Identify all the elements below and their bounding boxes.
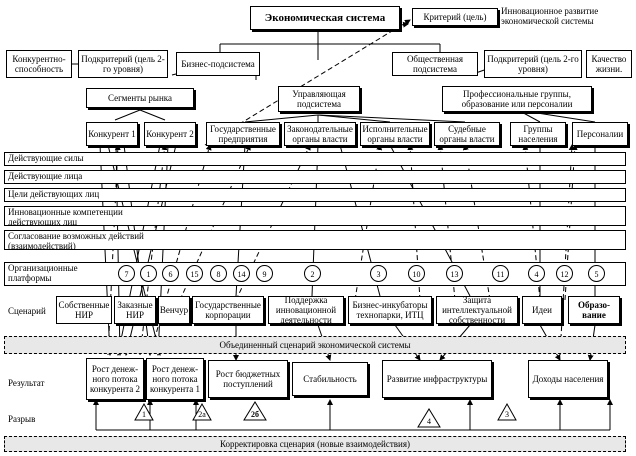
- platform-circle: 6: [162, 265, 179, 282]
- gap-marker: 1: [142, 410, 146, 419]
- subcriterion-left-box: Подкритерий (цель 2-го уровня): [78, 50, 168, 78]
- scenario-venture: Венчур: [158, 296, 190, 324]
- actor-competitor-1: Конкурент 1: [86, 122, 138, 146]
- scenario-innovation-support: Поддержка инновационной деятельности: [268, 296, 344, 324]
- business-subsystem-box: Бизнес-подсистема: [176, 52, 260, 76]
- result-stability: Стабильность: [292, 362, 368, 396]
- actor-competitor-2: Конкурент 2: [144, 122, 196, 146]
- platform-circle: 5: [588, 265, 605, 282]
- result-budget-revenue: Рост бюджетных поступлений: [208, 360, 288, 398]
- platform-circle: 15: [186, 265, 203, 282]
- scenario-own-rnd: Собственные НИР: [56, 296, 112, 324]
- gap-label: Разрыв: [8, 414, 36, 424]
- actor-executive: Исполнительные органы власти: [360, 122, 430, 146]
- platform-circle: 8: [210, 265, 227, 282]
- platform-circle: 10: [408, 265, 425, 282]
- band-persons: Действующие лица: [4, 170, 626, 184]
- platform-circle: 11: [492, 265, 509, 282]
- scenario-education: Образо-вание: [568, 296, 620, 324]
- life-quality-box: Качество жизни.: [586, 50, 632, 78]
- public-subsystem-box: Общественная подсистема: [392, 52, 478, 76]
- scenario-ordered-rnd: Заказные НИР: [114, 296, 156, 324]
- band-competencies: Инновационные компетенции действующих ли…: [4, 206, 626, 226]
- platform-circle: 12: [556, 265, 573, 282]
- result-population-income: Доходы населения: [528, 360, 608, 398]
- competitiveness-box: Конкурентно-способность: [6, 50, 72, 78]
- band-coordination: Согласование возможных действий (взаимод…: [4, 230, 626, 250]
- actor-population-groups: Группы населения: [510, 122, 566, 146]
- gap-marker: 4: [427, 417, 431, 426]
- platform-circle: 13: [446, 265, 463, 282]
- actor-judicial: Судебные органы власти: [434, 122, 500, 146]
- band-goals: Цели действующих лиц: [4, 188, 626, 202]
- gap-marker: 2а: [198, 410, 206, 419]
- actor-legislative: Законодательные органы власти: [284, 122, 356, 146]
- innovative-development-box: Инновационное развитие экономической сис…: [500, 2, 612, 30]
- scenario-ip-protection: Защита интеллектуальной собственности: [436, 296, 518, 324]
- platform-circle: 9: [256, 265, 273, 282]
- platform-circle: 3: [370, 265, 387, 282]
- band-forces: Действующие силы: [4, 152, 626, 166]
- band-joint-scenario: Объединенный сценарий экономической сист…: [4, 336, 626, 354]
- scenario-business-incubators: Бизнес-инкубаторы технопарки, ИТЦ: [348, 296, 432, 324]
- result-cashflow-competitor-2: Рост денеж-ного потока конкурента 2: [86, 358, 144, 400]
- scenario-state-corporations: Государственные корпорации: [192, 296, 264, 324]
- platform-circle: 14: [233, 265, 250, 282]
- platform-circle: 2: [304, 265, 321, 282]
- band-correction: Корректировка сценария (новые взаимодейс…: [4, 436, 626, 452]
- result-cashflow-competitor-1: Рост денеж-ного потока конкурента 1: [146, 358, 204, 400]
- professional-groups-box: Профессиональные группы, образование или…: [442, 86, 592, 112]
- platform-circle: 7: [118, 265, 135, 282]
- management-subsystem-box: Управляющая подсистема: [278, 86, 360, 112]
- platform-circle: 4: [528, 265, 545, 282]
- market-segments-box: Сегменты рынка: [86, 88, 194, 108]
- scenario-label: Сценарий: [8, 306, 46, 316]
- subcriterion-right-box: Подкритерий (цель 2-го уровня): [484, 50, 582, 78]
- platform-circle: 1: [140, 265, 157, 282]
- criterion-box: Критерий (цель): [412, 8, 498, 26]
- result-infrastructure: Развитие инфраструктуры: [382, 360, 492, 398]
- actor-personalities: Персоналии: [572, 122, 628, 146]
- gap-marker: 3: [505, 410, 509, 419]
- actor-state-enterprises: Государственные предприятия: [206, 122, 280, 146]
- result-label: Результат: [8, 378, 45, 388]
- economic-system-box: Экономическая система: [250, 6, 400, 30]
- scenario-ideas: Идеи: [522, 296, 562, 324]
- gap-marker: 2б: [251, 410, 259, 419]
